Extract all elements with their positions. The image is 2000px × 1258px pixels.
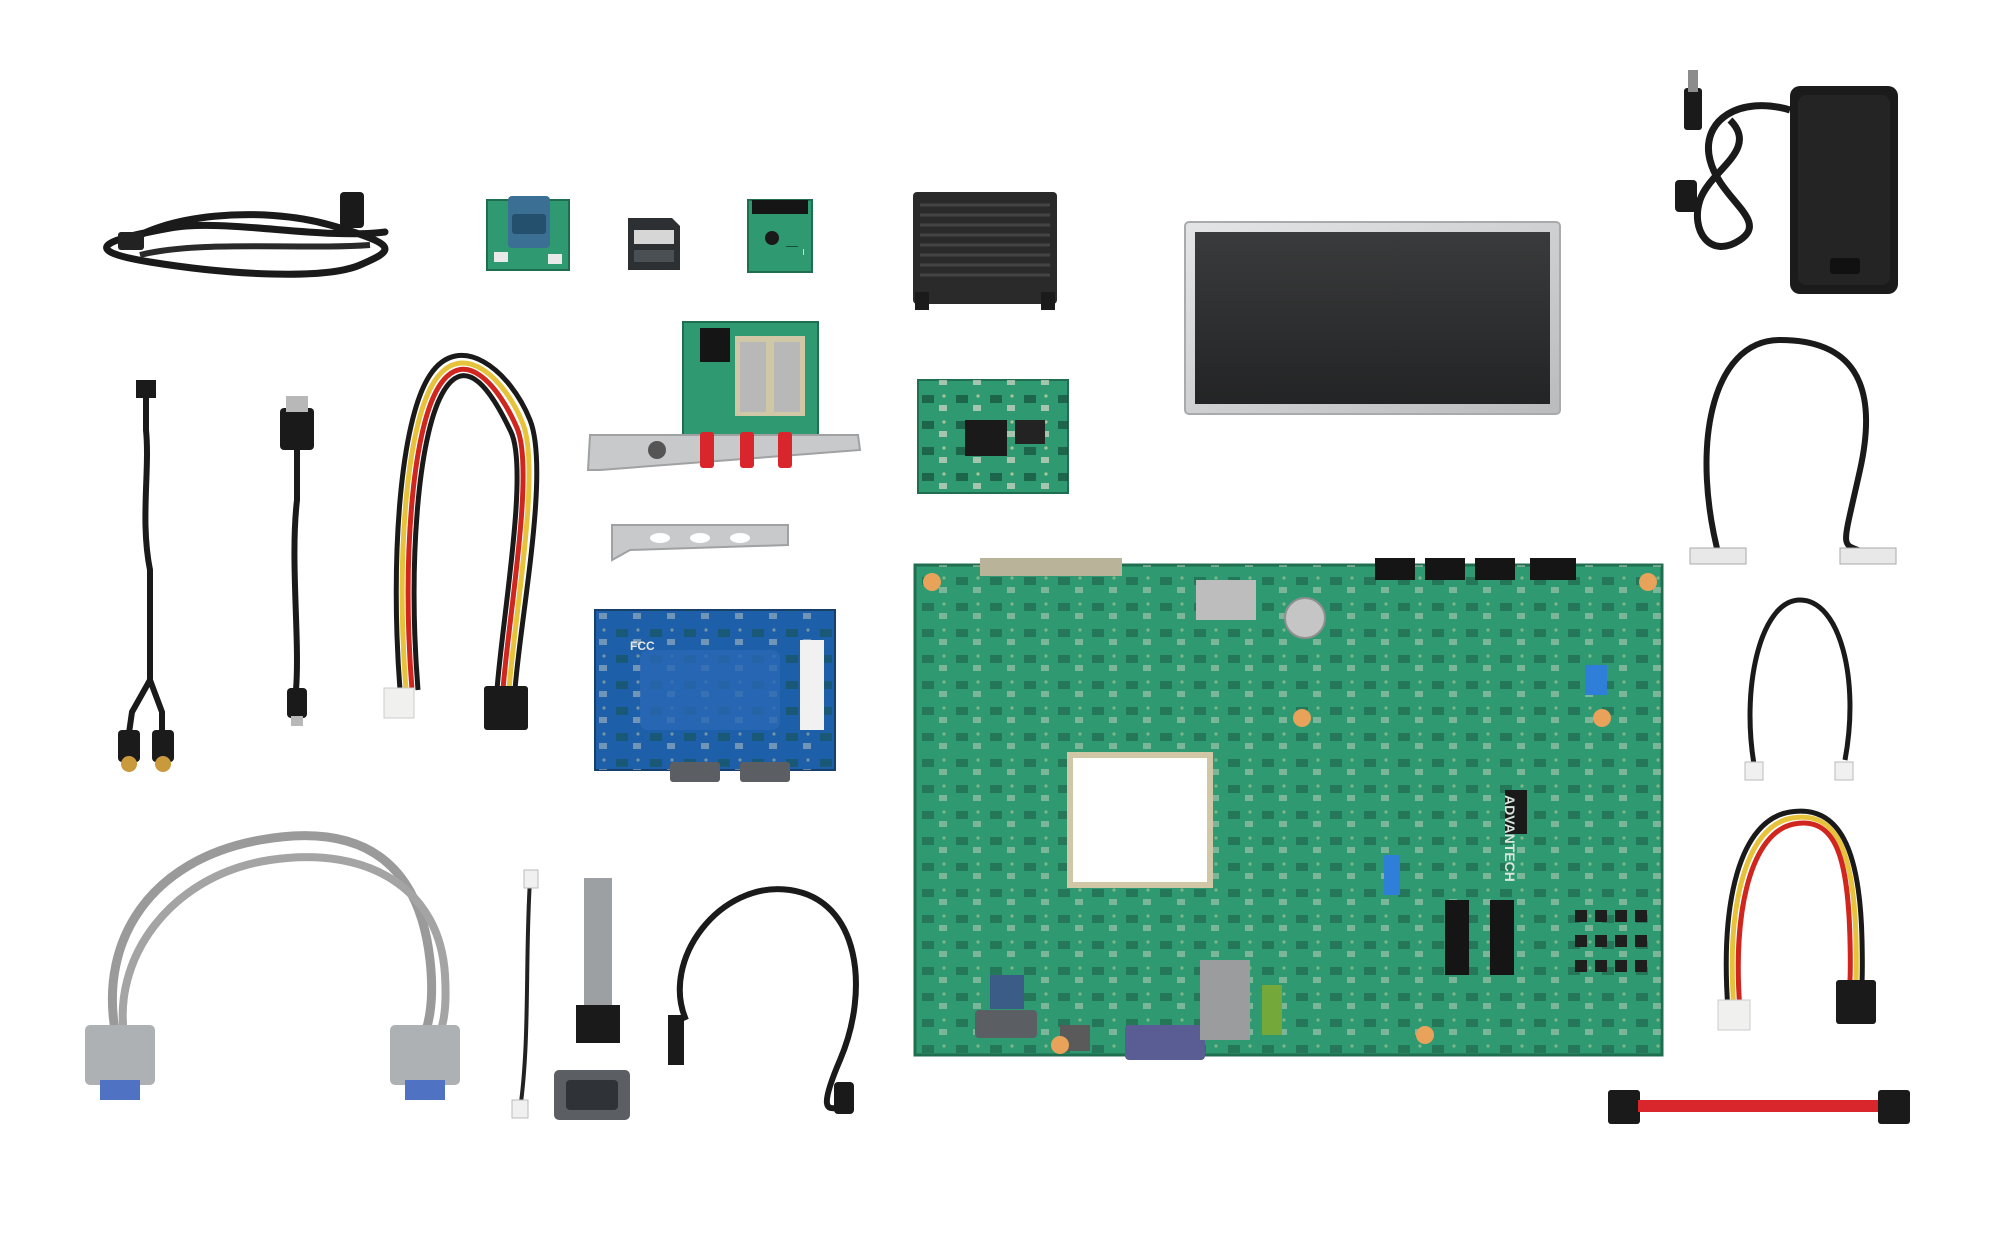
molex-connector-right — [1717, 999, 1751, 1031]
com-expansion-board: FCC — [594, 609, 836, 782]
button-matrix — [1575, 910, 1647, 972]
module-cutout — [1069, 754, 1211, 886]
ribbon-db9-cable — [554, 878, 630, 1120]
sata-data-cable — [1608, 1090, 1910, 1124]
sd-slot — [1196, 580, 1256, 620]
compute-module — [917, 379, 1069, 494]
lvds-cable — [1689, 336, 1897, 565]
sd-card — [628, 218, 680, 270]
vga-connector — [1125, 1025, 1205, 1060]
thin-wire-cable — [511, 869, 539, 1119]
power-adapter — [1675, 70, 1898, 294]
sata-power-cable — [393, 352, 540, 691]
pcie-wifi-card — [586, 321, 862, 471]
dip-switch — [1585, 665, 1607, 695]
pcie-slots — [1445, 900, 1514, 975]
sata-power-connector — [484, 686, 528, 730]
rtc-battery — [1284, 597, 1326, 639]
molex-connector — [383, 687, 415, 719]
mini-usb-cable — [668, 886, 859, 1114]
com-connector — [990, 975, 1024, 1009]
header-row — [1375, 558, 1576, 580]
lan-usb-stack — [1200, 960, 1250, 1040]
usb-otg-cable — [280, 396, 314, 726]
serial-cable-grey — [85, 831, 460, 1100]
com-port-adapter-board — [486, 196, 570, 271]
fcc-mark: FCC — [630, 639, 655, 653]
ferrite-core — [340, 192, 364, 228]
small-signal-cable — [1744, 597, 1854, 781]
lcd-display-panel — [1184, 221, 1561, 415]
pcie-bracket — [611, 524, 789, 562]
audio-rca-cable — [118, 380, 174, 772]
pci-slot — [980, 558, 1122, 576]
heatsink — [913, 192, 1057, 310]
db9-female-left — [85, 1025, 155, 1085]
sata-power-connector-right — [1836, 980, 1876, 1024]
small-io-board — [747, 199, 813, 273]
usb-cable-coiled — [103, 192, 389, 278]
dc-plug — [1684, 88, 1702, 130]
brand-silkscreen: ADVANTECH — [1502, 795, 1518, 882]
carrier-board: ADVANTECH — [913, 558, 1664, 1060]
db9-female-right — [390, 1025, 460, 1085]
